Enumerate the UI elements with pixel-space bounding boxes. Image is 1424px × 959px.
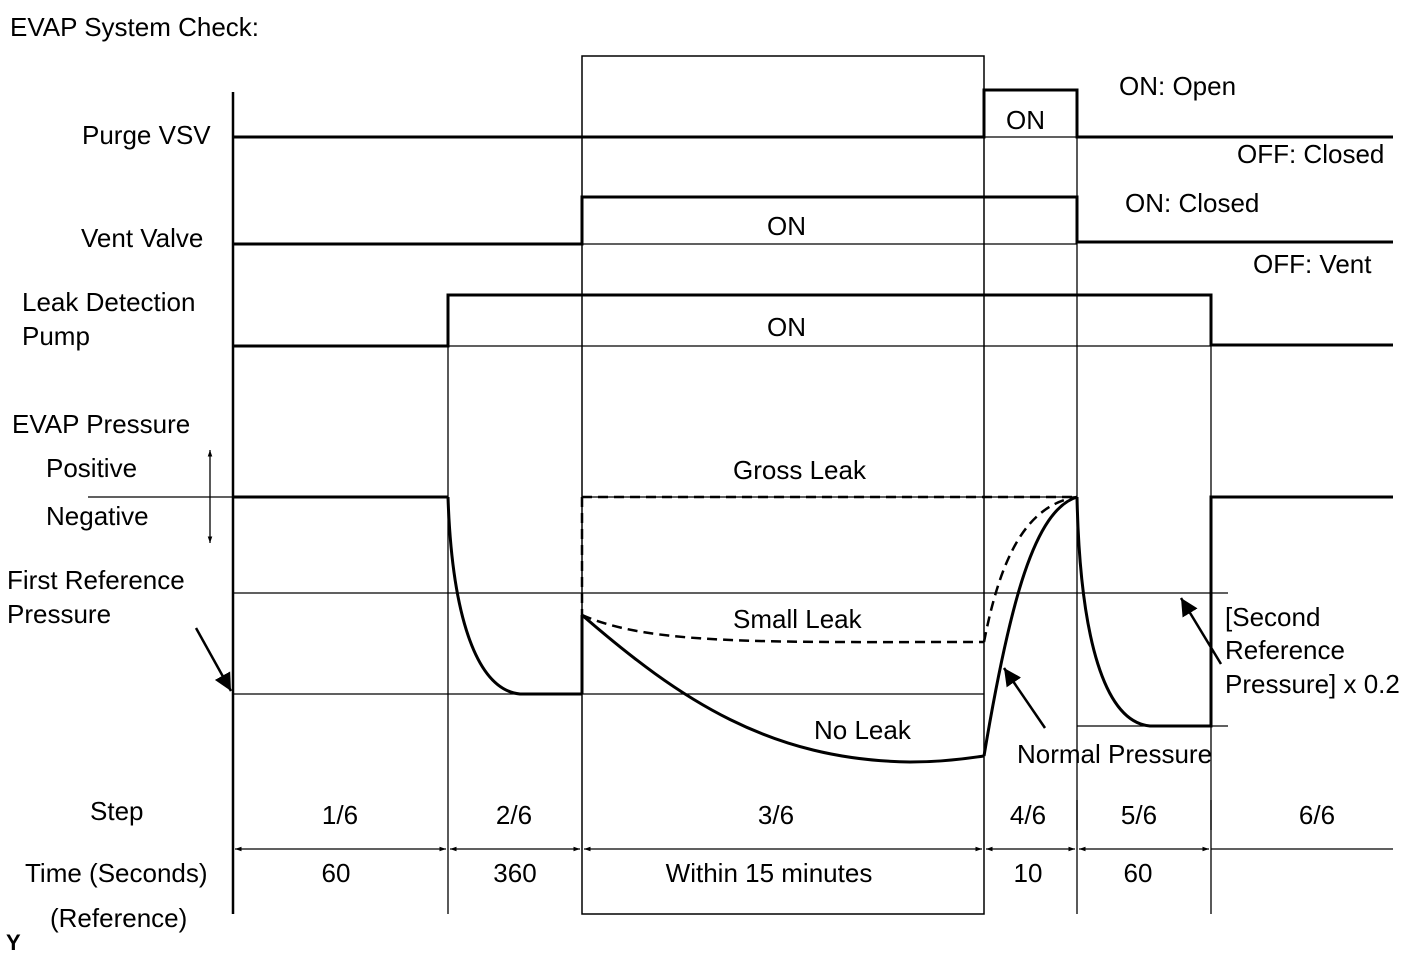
corner-mark: Y xyxy=(6,930,21,955)
purge-vsv-on-text: ON xyxy=(1006,105,1045,135)
small-leak-rise xyxy=(982,495,1078,643)
time-step5-value: 60 xyxy=(1124,858,1153,888)
vent-valve-off-state: OFF: Vent xyxy=(1253,249,1372,279)
step-2-label: 2/6 xyxy=(496,800,532,830)
step-label: Step xyxy=(90,796,144,826)
leak-pump-signal xyxy=(233,293,1393,348)
vent-valve-on-state: ON: Closed xyxy=(1125,188,1259,218)
pressure-trace-step5-drop xyxy=(1075,495,1393,728)
no-leak-curve xyxy=(581,613,985,764)
normal-pressure-arrow xyxy=(1002,667,1047,729)
leak-pump-label-line2: Pump xyxy=(22,321,90,351)
time-step3-value: Within 15 minutes xyxy=(666,858,873,888)
step3-frame xyxy=(581,55,985,915)
step-boundaries xyxy=(447,90,1212,914)
second-ref-label-line3: Pressure] x 0.2 xyxy=(1225,669,1400,699)
step-5-label: 5/6 xyxy=(1121,800,1157,830)
time-step1-value: 60 xyxy=(322,858,351,888)
step-6-label: 6/6 xyxy=(1299,800,1335,830)
first-ref-label-line2: Pressure xyxy=(7,599,111,629)
second-ref-label-line1: [Second xyxy=(1225,602,1320,632)
normal-pressure-rise xyxy=(982,495,1078,757)
reference-lines xyxy=(88,136,1228,727)
step-separators xyxy=(1076,800,1212,830)
gross-leak-label: Gross Leak xyxy=(733,455,867,485)
purge-vsv-signal xyxy=(233,88,1393,139)
positive-label: Positive xyxy=(46,453,137,483)
first-ref-label-line1: First Reference xyxy=(7,565,185,595)
step-4-label: 4/6 xyxy=(1010,800,1046,830)
step-3-label: 3/6 xyxy=(758,800,794,830)
leak-pump-on-text: ON xyxy=(767,312,806,342)
leak-pump-label-line1: Leak Detection xyxy=(22,287,195,317)
vent-valve-signal xyxy=(233,195,1393,246)
small-leak-curve xyxy=(581,613,985,644)
first-ref-pointer-arrow xyxy=(194,627,233,692)
purge-vsv-label: Purge VSV xyxy=(82,120,211,150)
step-1-label: 1/6 xyxy=(322,800,358,830)
second-ref-arrow xyxy=(1179,597,1223,665)
evap-pressure-label: EVAP Pressure xyxy=(12,409,190,439)
purge-vsv-off-state: OFF: Closed xyxy=(1237,139,1384,169)
time-label: Time (Seconds) xyxy=(25,858,208,888)
second-ref-label-line2: Reference xyxy=(1225,635,1345,665)
negative-label: Negative xyxy=(46,501,149,531)
no-leak-label: No Leak xyxy=(814,715,912,745)
vent-valve-label: Vent Valve xyxy=(81,223,203,253)
small-leak-label: Small Leak xyxy=(733,604,863,634)
pressure-trace-step2-drop xyxy=(446,496,582,696)
time-step2-value: 360 xyxy=(493,858,536,888)
purge-vsv-on-state: ON: Open xyxy=(1119,71,1236,101)
time-reference-label: (Reference) xyxy=(50,903,187,933)
normal-pressure-label: Normal Pressure xyxy=(1017,739,1212,769)
time-step4-value: 10 xyxy=(1014,858,1043,888)
vent-valve-on-text: ON xyxy=(767,211,806,241)
diagram-title: EVAP System Check: xyxy=(10,12,259,42)
